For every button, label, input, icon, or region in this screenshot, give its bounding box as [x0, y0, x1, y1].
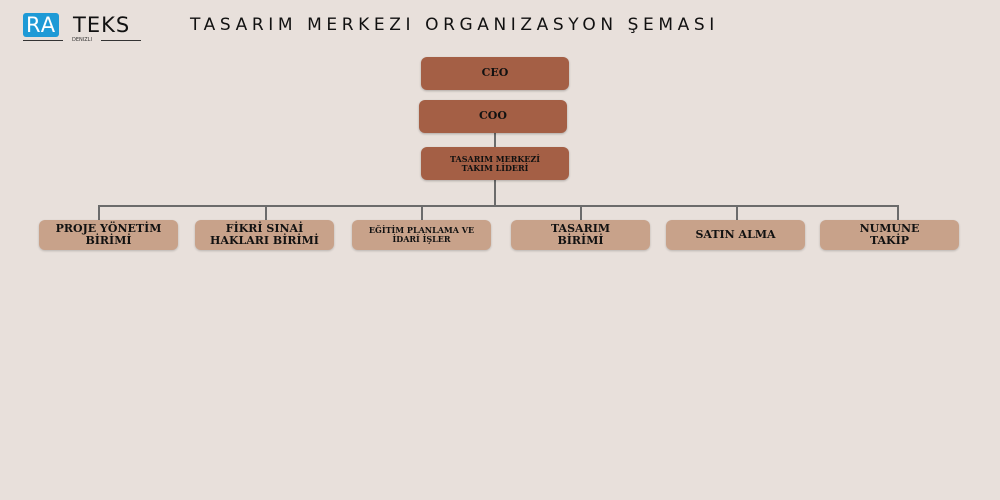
node-label: EĞİTİM PLANLAMA VE İDARİ İŞLER	[368, 225, 475, 244]
connector-drop	[897, 205, 899, 220]
node-unit: FİKRİ SINAİ HAKLARI BİRİMİ	[195, 220, 334, 250]
node-unit: SATIN ALMA	[666, 220, 805, 250]
logo-divider	[101, 40, 141, 41]
connector-drop	[421, 205, 423, 220]
node-label: SATIN ALMA	[695, 227, 776, 241]
connector-drop	[265, 205, 267, 220]
node-coo: COO	[419, 100, 567, 133]
node-unit: PROJE YÖNETİM BİRİMİ	[39, 220, 178, 250]
node-label: NUMUNE TAKİP	[859, 221, 920, 247]
node-label: FİKRİ SINAİ HAKLARI BİRİMİ	[210, 221, 319, 247]
node-unit: NUMUNE TAKİP	[820, 220, 959, 250]
node-team-lead: TASARIM MERKEZİ TAKIM LİDERİ	[421, 147, 569, 180]
page-title: TASARIM MERKEZI ORGANIZASYON ŞEMASI	[190, 15, 719, 35]
node-label: TASARIM BİRİMİ	[550, 221, 611, 247]
node-ceo: CEO	[421, 57, 569, 90]
connector-drop	[98, 205, 100, 220]
connector-drop	[580, 205, 582, 220]
rateks-logo: RA TEKS DENIZLI	[23, 13, 141, 43]
logo-teks: TEKS	[73, 13, 131, 37]
node-unit: EĞİTİM PLANLAMA VE İDARİ İŞLER	[352, 220, 491, 250]
logo-subtitle: DENIZLI	[72, 37, 92, 43]
node-label: TASARIM MERKEZİ TAKIM LİDERİ	[450, 153, 540, 173]
node-label: COO	[479, 109, 507, 123]
logo-ra: RA	[23, 13, 60, 37]
logo-divider	[23, 40, 63, 41]
connector-drop	[736, 205, 738, 220]
connector-coo-lead	[494, 133, 496, 147]
connector-bus	[98, 205, 898, 207]
node-label: CEO	[481, 66, 509, 80]
node-unit: TASARIM BİRİMİ	[511, 220, 650, 250]
connector-lead-bus	[494, 180, 496, 205]
node-label: PROJE YÖNETİM BİRİMİ	[55, 221, 162, 247]
